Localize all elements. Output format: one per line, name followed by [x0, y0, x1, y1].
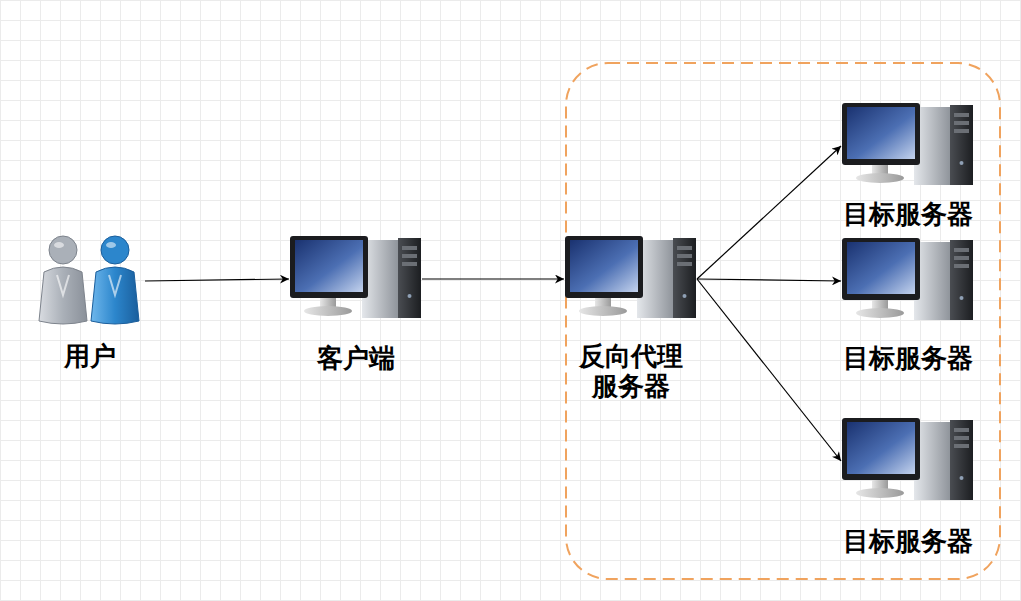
drive-bay — [954, 113, 969, 117]
arrow-connector — [697, 279, 841, 281]
drive-bay — [677, 246, 692, 250]
tower-front — [398, 238, 421, 318]
group-outline — [566, 63, 1000, 579]
drive-bay — [402, 262, 417, 266]
drive-bay — [402, 254, 417, 258]
person-body — [39, 267, 87, 324]
person-body — [91, 267, 139, 324]
power-button — [960, 161, 964, 165]
monitor-screen — [570, 240, 638, 292]
head-highlight — [106, 242, 116, 248]
monitor-base — [856, 488, 904, 498]
monitor-bezel — [565, 236, 643, 298]
users-icon — [39, 236, 139, 324]
computer-icon — [290, 236, 422, 322]
computer-node: 目标服务器 — [840, 103, 976, 229]
arrow-connector — [697, 279, 841, 461]
users-icon — [35, 235, 145, 327]
monitor-screen — [847, 242, 915, 294]
tower-front — [950, 420, 973, 500]
computer-icon — [842, 238, 974, 324]
user-node: 用户 — [35, 235, 145, 371]
drive-bay — [677, 262, 692, 266]
drive-bay — [677, 254, 692, 258]
drive-bay — [954, 256, 969, 260]
person-collar — [109, 275, 121, 295]
drive-bay — [954, 444, 969, 448]
computer-icon — [842, 418, 974, 504]
tower-front — [950, 240, 973, 320]
person-collar — [57, 275, 69, 295]
node-label: 反向代理 服务器 — [575, 341, 687, 401]
person-head — [101, 236, 129, 264]
drive-bay — [954, 129, 969, 133]
node-label: 客户端 — [317, 343, 395, 373]
monitor-screen — [847, 107, 915, 159]
monitor-screen — [847, 422, 915, 474]
monitor-bezel — [842, 103, 920, 165]
computer-icon — [842, 103, 974, 189]
computer-node: 客户端 — [290, 236, 422, 373]
node-label: 用户 — [64, 341, 116, 371]
arrow-connector — [697, 146, 841, 279]
monitor-bezel — [842, 238, 920, 300]
drive-bay — [954, 436, 969, 440]
arrow-connector — [422, 278, 564, 279]
tower-front — [673, 238, 696, 318]
node-label: 目标服务器 — [843, 343, 973, 373]
monitor-base — [856, 173, 904, 183]
tower-front — [950, 105, 973, 185]
computer-icon — [565, 236, 696, 318]
monitor-bezel — [290, 236, 368, 298]
monitor-bezel — [842, 418, 920, 480]
drive-bay — [402, 246, 417, 250]
computer-icon — [842, 238, 973, 320]
computer-node: 反向代理 服务器 — [565, 236, 697, 401]
computer-icon — [842, 418, 973, 500]
computer-icon — [565, 236, 697, 322]
node-label: 目标服务器 — [843, 199, 973, 229]
head-highlight — [54, 242, 64, 248]
computer-icon — [842, 103, 973, 185]
drive-bay — [954, 248, 969, 252]
drive-bay — [954, 428, 969, 432]
computer-node: 目标服务器 — [840, 238, 976, 373]
node-label: 目标服务器 — [843, 526, 973, 556]
monitor-base — [304, 306, 352, 316]
drive-bay — [954, 121, 969, 125]
drive-bay — [954, 264, 969, 268]
power-button — [683, 294, 687, 298]
person-head — [49, 236, 77, 264]
monitor-screen — [295, 240, 363, 292]
arrow-connector — [145, 279, 289, 281]
power-button — [960, 296, 964, 300]
monitor-base — [579, 306, 627, 316]
power-button — [408, 294, 412, 298]
monitor-base — [856, 308, 904, 318]
power-button — [960, 476, 964, 480]
computer-icon — [290, 236, 421, 318]
computer-node: 目标服务器 — [840, 418, 976, 556]
